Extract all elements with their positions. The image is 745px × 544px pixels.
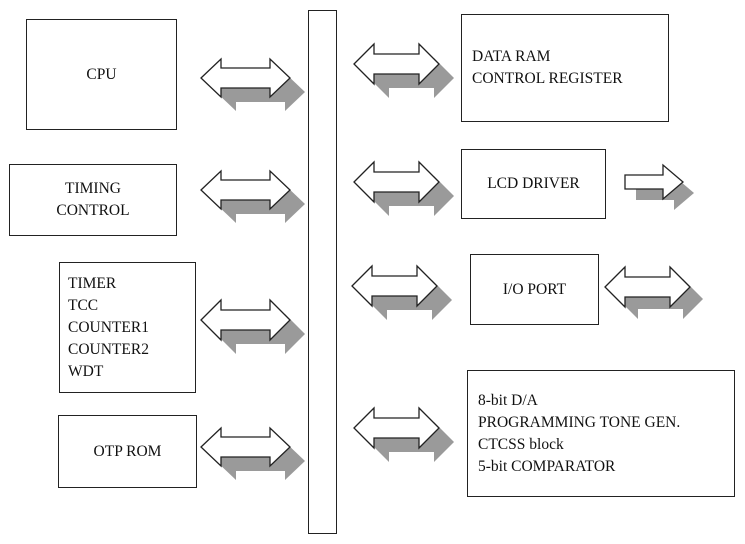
cpu-block: CPU bbox=[26, 19, 177, 130]
timer-bus-arrow bbox=[200, 298, 305, 354]
comparator-label: 5-bit COMPARATOR bbox=[478, 457, 616, 475]
data-ram-block: DATA RAM CONTROL REGISTER bbox=[461, 14, 669, 122]
counter2-label: COUNTER2 bbox=[68, 340, 149, 358]
cpu-bus-arrow bbox=[200, 57, 305, 111]
otp-rom-block: OTP ROM bbox=[58, 415, 197, 488]
system-bus bbox=[308, 10, 337, 534]
wdt-label: WDT bbox=[68, 362, 104, 380]
ctcss-label: CTCSS block bbox=[478, 435, 564, 453]
io-port-block: I/O PORT bbox=[470, 254, 599, 325]
bus-io-arrow bbox=[351, 264, 452, 320]
timer-block: TIMER TCC COUNTER1 COUNTER2 WDT bbox=[59, 262, 196, 393]
timing-control-block: TIMING CONTROL bbox=[9, 164, 177, 236]
io-port-label: I/O PORT bbox=[502, 280, 567, 298]
lcd-driver-block: LCD DRIVER bbox=[461, 149, 606, 219]
control-register-label: CONTROL REGISTER bbox=[472, 70, 623, 87]
otp-bus-arrow bbox=[200, 426, 305, 480]
bus-dataram-arrow bbox=[353, 42, 454, 98]
control-label: CONTROL bbox=[56, 202, 130, 219]
da-block: 8-bit D/A PROGRAMMING TONE GEN. CTCSS bl… bbox=[467, 370, 735, 497]
tone-gen-label: PROGRAMMING TONE GEN. bbox=[478, 413, 681, 431]
tcc-label: TCC bbox=[68, 296, 99, 314]
bus-lcd-arrow bbox=[353, 160, 454, 216]
lcd-output-arrow bbox=[624, 163, 694, 210]
io-external-arrow bbox=[604, 265, 703, 319]
lcd-driver-label: LCD DRIVER bbox=[487, 175, 580, 192]
data-ram-label: DATA RAM bbox=[472, 48, 551, 65]
da-label: 8-bit D/A bbox=[478, 391, 538, 409]
timing-bus-arrow bbox=[200, 169, 305, 223]
counter1-label: COUNTER1 bbox=[68, 318, 149, 336]
timing-label: TIMING bbox=[65, 180, 121, 197]
otp-rom-label: OTP ROM bbox=[93, 442, 162, 460]
cpu-label: CPU bbox=[86, 65, 117, 83]
bus-da-arrow bbox=[353, 406, 454, 462]
timer-label: TIMER bbox=[68, 274, 117, 292]
